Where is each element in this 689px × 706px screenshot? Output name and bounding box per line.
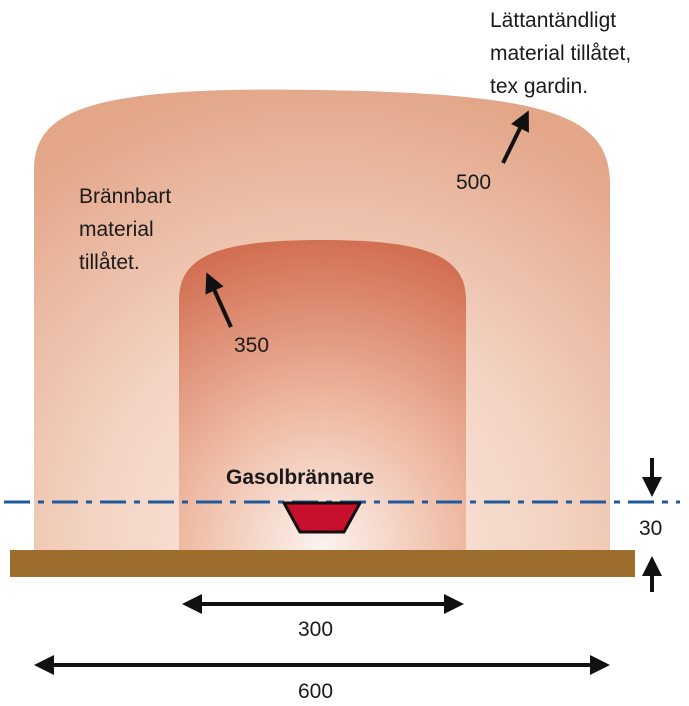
- inner-heat-zone: [179, 240, 466, 551]
- burner-label: Gasolbrännare: [226, 466, 374, 489]
- floor-bar: [10, 550, 635, 577]
- middle-zone-label-line-3: tillåtet.: [79, 251, 140, 274]
- outer-height-arrow: [501, 110, 529, 164]
- outer-zone-label-line-1: Lättantändligt: [490, 9, 616, 32]
- outer-zone-label-line-3: tex gardin.: [490, 75, 588, 98]
- inner-height-arrow: [205, 272, 233, 328]
- burner-icon: [282, 501, 362, 534]
- inner-height-value: 350: [234, 334, 269, 357]
- middle-zone-label-line-2: material: [79, 218, 154, 241]
- outer-width-value: 600: [298, 680, 333, 703]
- middle-zone-label-line-1: Brännbart: [79, 185, 171, 208]
- burner-offset-value: 30: [639, 517, 662, 540]
- outer-height-value: 500: [456, 171, 491, 194]
- outer-zone-label-line-2: material tillåtet,: [490, 42, 631, 65]
- inner-width-value: 300: [298, 618, 333, 641]
